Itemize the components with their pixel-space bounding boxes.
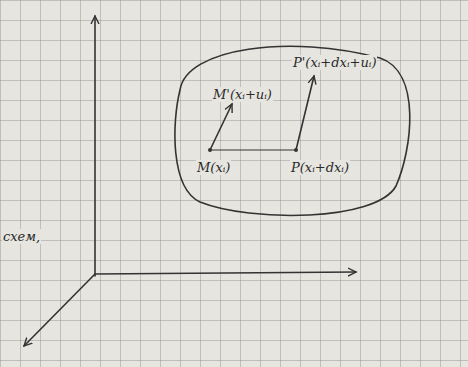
point-label: P(xᵢ+dxᵢ) <box>290 160 350 175</box>
point-label: M(xᵢ) <box>196 160 231 175</box>
body-region <box>175 46 410 215</box>
point-label: M(xᵢ) <box>196 157 231 176</box>
point <box>208 148 212 152</box>
x-axis <box>24 274 95 346</box>
segment-mp <box>210 149 296 150</box>
y-axis <box>95 272 356 274</box>
z-axis <box>94 16 96 276</box>
point-label: P'(xᵢ+dxᵢ+uᵢ) <box>292 55 377 70</box>
point-label: схем, <box>2 226 41 245</box>
point <box>294 148 298 152</box>
point-label: P(xᵢ+dxᵢ) <box>290 157 350 176</box>
point-label: схем, <box>2 229 41 244</box>
displacement-arrow <box>210 104 232 150</box>
point-label: M'(xᵢ+uᵢ) <box>212 84 273 103</box>
displacement-arrow <box>296 76 314 150</box>
point-label: P'(xᵢ+dxᵢ+uᵢ) <box>292 52 377 71</box>
point-label: M'(xᵢ+uᵢ) <box>212 87 273 102</box>
